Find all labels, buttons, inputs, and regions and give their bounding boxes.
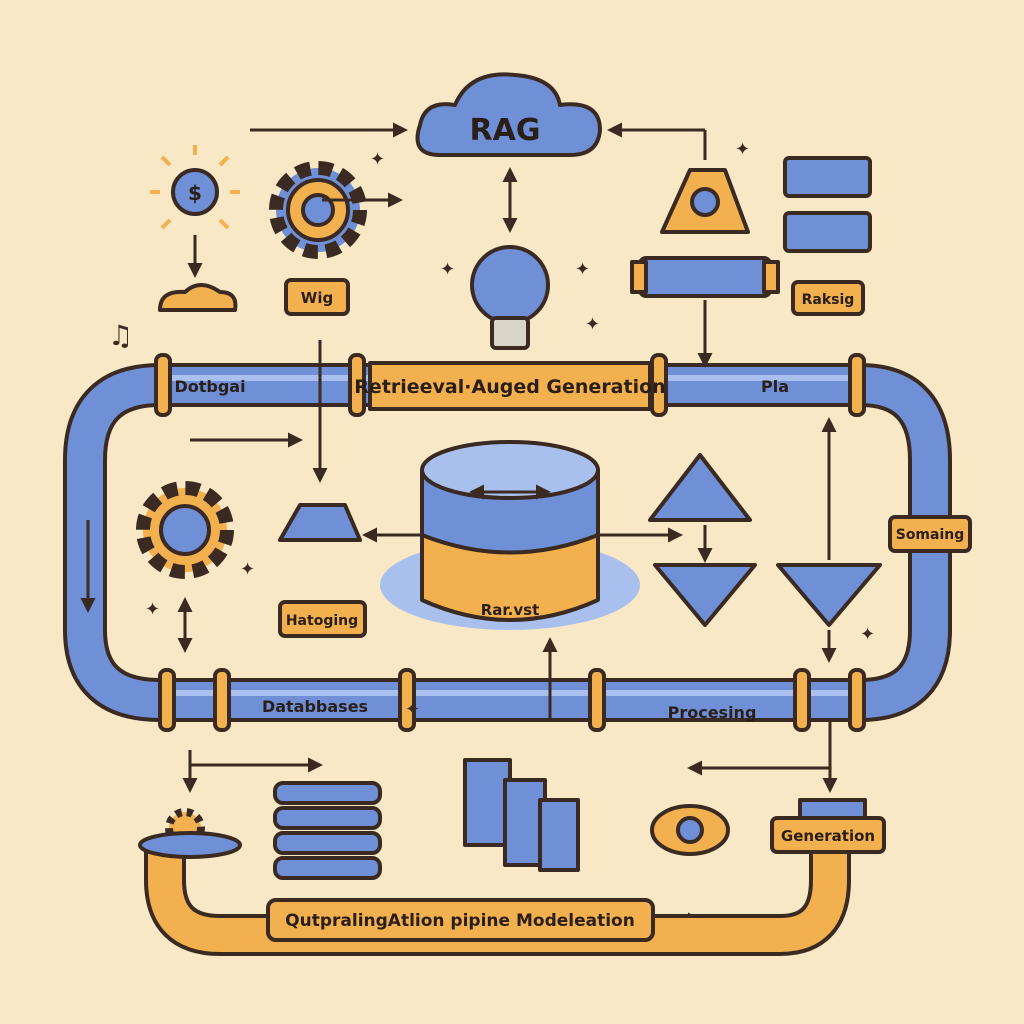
raksig-label: Raksig [802, 292, 855, 308]
svg-text:✦: ✦ [240, 559, 255, 580]
sparkle-icon: ✦ ✦ ✦ ✦ ✦ ✦ ✦ ✦ ✦ [145, 139, 875, 720]
dollar-sun-icon: $ [150, 145, 240, 230]
main-pipe-text: Retrieeval·Auged Generation [354, 376, 665, 398]
database-core-label: Rar.vst [481, 601, 540, 619]
triangle-icon [648, 453, 752, 522]
svg-text:✦: ✦ [860, 624, 875, 645]
funnel-icon [653, 563, 882, 627]
svg-text:✦: ✦ [145, 599, 160, 620]
svg-text:✦: ✦ [585, 314, 600, 335]
trapezoid-icon [278, 503, 362, 542]
svg-text:✦: ✦ [735, 139, 750, 160]
main-pipe-label: Retrieeval·Auged Generation [354, 361, 666, 411]
magnifier-icon [660, 168, 750, 234]
pipe-collars [154, 353, 866, 732]
output-pipe: QutpralingAtlion pipine Modeleation [138, 798, 867, 956]
gear-icon [136, 481, 234, 579]
hatoging-label: Hatoging [286, 613, 358, 629]
music-note-icon: ♫ [108, 319, 133, 352]
databases-label: Databbases [262, 697, 368, 716]
svg-text:$: $ [188, 181, 202, 205]
wig-label: Wig [301, 289, 333, 307]
processing-label: Procesing [668, 703, 757, 722]
rag-title: RAG [470, 113, 541, 148]
book-icon [463, 758, 580, 872]
output-pipe-text: QutpralingAtlion pipine Modeleation [285, 911, 635, 931]
gear-icon [269, 161, 367, 259]
database-icon: Rar.vst [380, 440, 640, 630]
server-icon [273, 781, 382, 880]
svg-text:✦: ✦ [575, 259, 590, 280]
generation-label: Generation [781, 827, 875, 845]
svg-text:✦: ✦ [440, 259, 455, 280]
pla-label: Pla [761, 377, 789, 396]
orange-cloud-icon [158, 283, 238, 312]
cloud-icon: RAG [415, 72, 602, 157]
dotbgai-label: Dotbgai [174, 377, 245, 396]
server-icon [630, 156, 872, 298]
lightbulb-icon [470, 245, 550, 350]
svg-text:✦: ✦ [370, 149, 385, 170]
somaing-label: Somaing [896, 527, 965, 543]
eye-icon [650, 804, 730, 856]
svg-text:✦: ✦ [405, 699, 420, 720]
